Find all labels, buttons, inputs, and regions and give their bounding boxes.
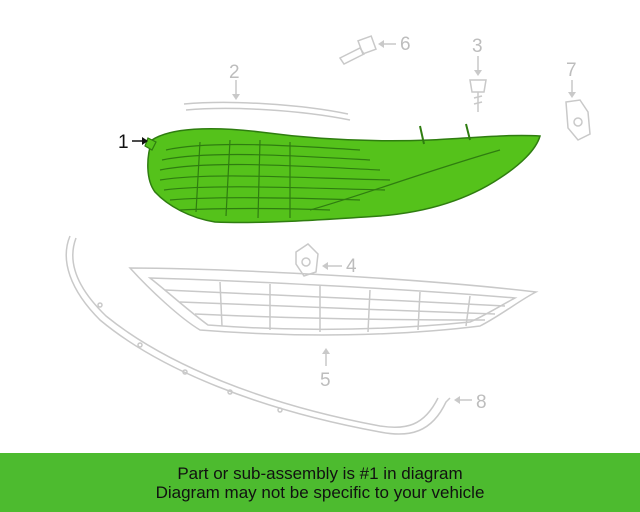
parts-diagram: 2 6 3 7	[65, 34, 591, 435]
arrowhead-4	[322, 262, 328, 270]
part-5-lower-grille	[128, 267, 539, 336]
part-7-clip	[565, 99, 591, 141]
banner-line-2: Diagram may not be specific to your vehi…	[155, 482, 485, 502]
info-banner: Part or sub-assembly is #1 in diagram Di…	[0, 453, 640, 512]
arrowhead-3	[474, 70, 482, 76]
arrowhead-2	[232, 94, 240, 100]
part-1-grille-assembly	[144, 123, 541, 224]
arrowhead-1	[142, 137, 148, 145]
callout-8: 8	[476, 392, 487, 413]
callout-5: 5	[320, 370, 331, 391]
part-4-bracket	[295, 243, 319, 277]
arrowhead-6	[378, 40, 384, 48]
arrowhead-5	[322, 348, 330, 354]
callout-6: 6	[400, 34, 411, 55]
part-2-seal	[183, 101, 351, 121]
arrowhead-8	[454, 396, 460, 404]
callout-2: 2	[229, 62, 240, 83]
callout-3: 3	[472, 36, 483, 57]
part-3-screw	[469, 79, 487, 112]
part-8-trim-molding	[65, 235, 451, 435]
arrowhead-7	[568, 92, 576, 98]
callout-1: 1	[118, 132, 129, 153]
part-6-bolt	[338, 35, 377, 65]
callout-7: 7	[566, 60, 577, 81]
banner-line-1: Part or sub-assembly is #1 in diagram	[177, 463, 463, 483]
callout-4: 4	[346, 256, 357, 277]
